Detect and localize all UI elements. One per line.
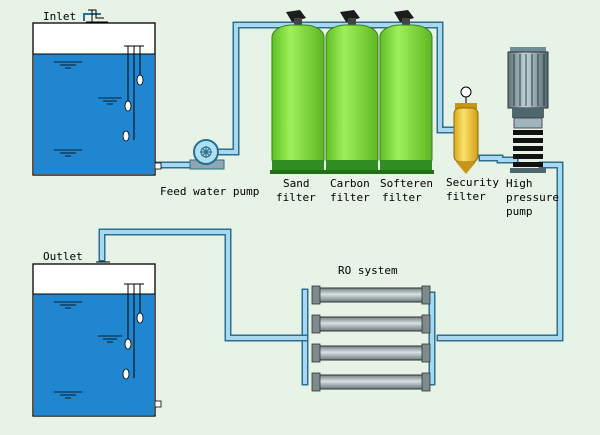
- hp-pump-label-3: pump: [506, 205, 533, 218]
- softener-filter: Softeren filter: [378, 10, 434, 204]
- security-filter: Security filter: [446, 86, 499, 203]
- outlet-tank-water: [34, 294, 154, 415]
- inlet-tank-water: [34, 54, 154, 174]
- hp-pump-label-2: pressure: [506, 191, 559, 204]
- ro-membrane-4: [311, 372, 431, 392]
- hp-pump-label-1: High: [506, 177, 533, 190]
- feed-water-pump: Feed water pump: [160, 139, 259, 198]
- sand-filter-label-2: filter: [276, 191, 316, 204]
- ro-system: RO system: [311, 264, 431, 392]
- outlet-tank: Outlet: [32, 250, 162, 417]
- softener-filter-label-1: Softeren: [380, 177, 433, 190]
- ro-membrane-3: [311, 343, 431, 363]
- ro-membrane-2: [311, 314, 431, 334]
- security-filter-label-2: filter: [446, 190, 486, 203]
- sand-filter: Sand filter: [270, 10, 326, 204]
- inlet-label: Inlet: [43, 10, 76, 23]
- inlet-tank: Inlet: [32, 9, 162, 176]
- feed-pump-label: Feed water pump: [160, 185, 259, 198]
- pipes: [83, 13, 564, 386]
- pressure-gauge-icon: [460, 86, 472, 98]
- ro-system-label: RO system: [338, 264, 398, 277]
- ro-membrane-1: [311, 285, 431, 305]
- security-filter-label-1: Security: [446, 176, 499, 189]
- carbon-filter: Carbon filter: [324, 10, 380, 204]
- softener-filter-label-2: filter: [382, 191, 422, 204]
- sand-filter-label-1: Sand: [283, 177, 310, 190]
- outlet-label: Outlet: [43, 250, 83, 263]
- carbon-filter-label-1: Carbon: [330, 177, 370, 190]
- carbon-filter-label-2: filter: [330, 191, 370, 204]
- high-pressure-pump: High pressure pump: [506, 47, 559, 218]
